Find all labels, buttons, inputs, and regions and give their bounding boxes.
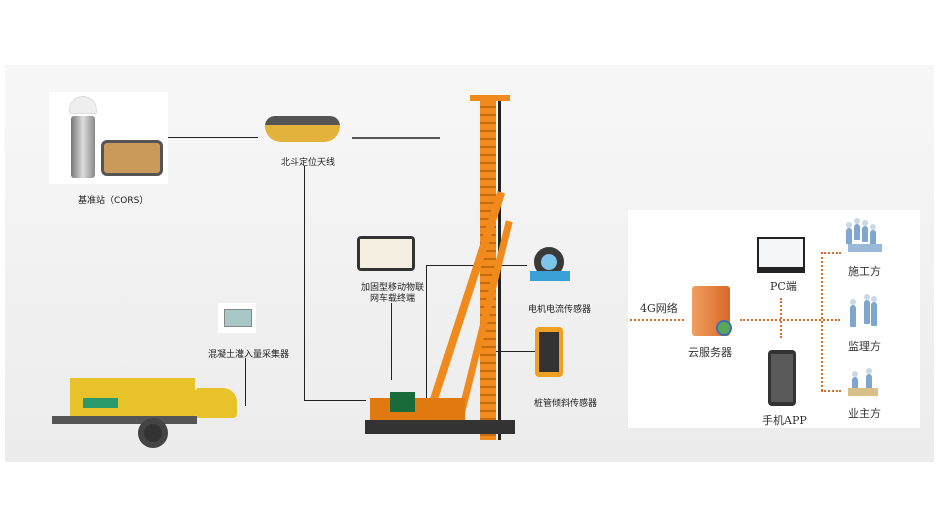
cloud-server-icon bbox=[692, 286, 732, 336]
tilt-sensor-image bbox=[535, 327, 563, 377]
motor-current-sensor-image bbox=[530, 247, 570, 282]
base-station-image bbox=[49, 92, 168, 184]
tilt-sensor-label: 桩管倾斜传感器 bbox=[534, 399, 598, 409]
network-link-line bbox=[740, 319, 840, 321]
terminal-image bbox=[357, 236, 415, 271]
connector-line bbox=[352, 137, 440, 139]
connector-line bbox=[391, 303, 392, 380]
network-link-line bbox=[821, 390, 841, 392]
construction-party-label: 施工方 bbox=[848, 265, 881, 278]
network-link-line bbox=[780, 298, 782, 338]
base-station-label: 基准站（CORS） bbox=[78, 196, 149, 206]
connector-line bbox=[245, 358, 246, 406]
pc-label: PC端 bbox=[770, 280, 797, 293]
supervision-party-label: 监理方 bbox=[848, 340, 881, 353]
connector-line bbox=[487, 351, 535, 352]
terminal-label-line1: 加固型移动物联 bbox=[361, 283, 425, 293]
connector-line bbox=[304, 166, 305, 400]
mobile-app-label: 手机APP bbox=[762, 414, 807, 427]
network-link-line bbox=[630, 319, 684, 321]
terminal-label-line2: 网车载终端 bbox=[370, 294, 416, 304]
owner-party-label: 业主方 bbox=[848, 407, 881, 420]
beidou-antenna-image bbox=[265, 116, 340, 142]
connector-line bbox=[304, 400, 366, 401]
network-link-line bbox=[821, 252, 823, 391]
mobile-app-icon bbox=[768, 350, 796, 406]
pc-icon bbox=[757, 237, 805, 273]
motor-current-sensor-label: 电机电流传感器 bbox=[528, 305, 592, 315]
beidou-antenna-label: 北斗定位天线 bbox=[281, 158, 336, 168]
connector-line bbox=[426, 265, 427, 400]
connector-line bbox=[168, 137, 258, 138]
cloud-server-label: 云服务器 bbox=[688, 346, 732, 359]
concrete-collector-label: 混凝土灌入量采集器 bbox=[208, 350, 290, 360]
concrete-collector-image bbox=[218, 303, 256, 333]
network-link-line bbox=[821, 252, 841, 254]
4g-network-label: 4G网络 bbox=[640, 302, 678, 315]
